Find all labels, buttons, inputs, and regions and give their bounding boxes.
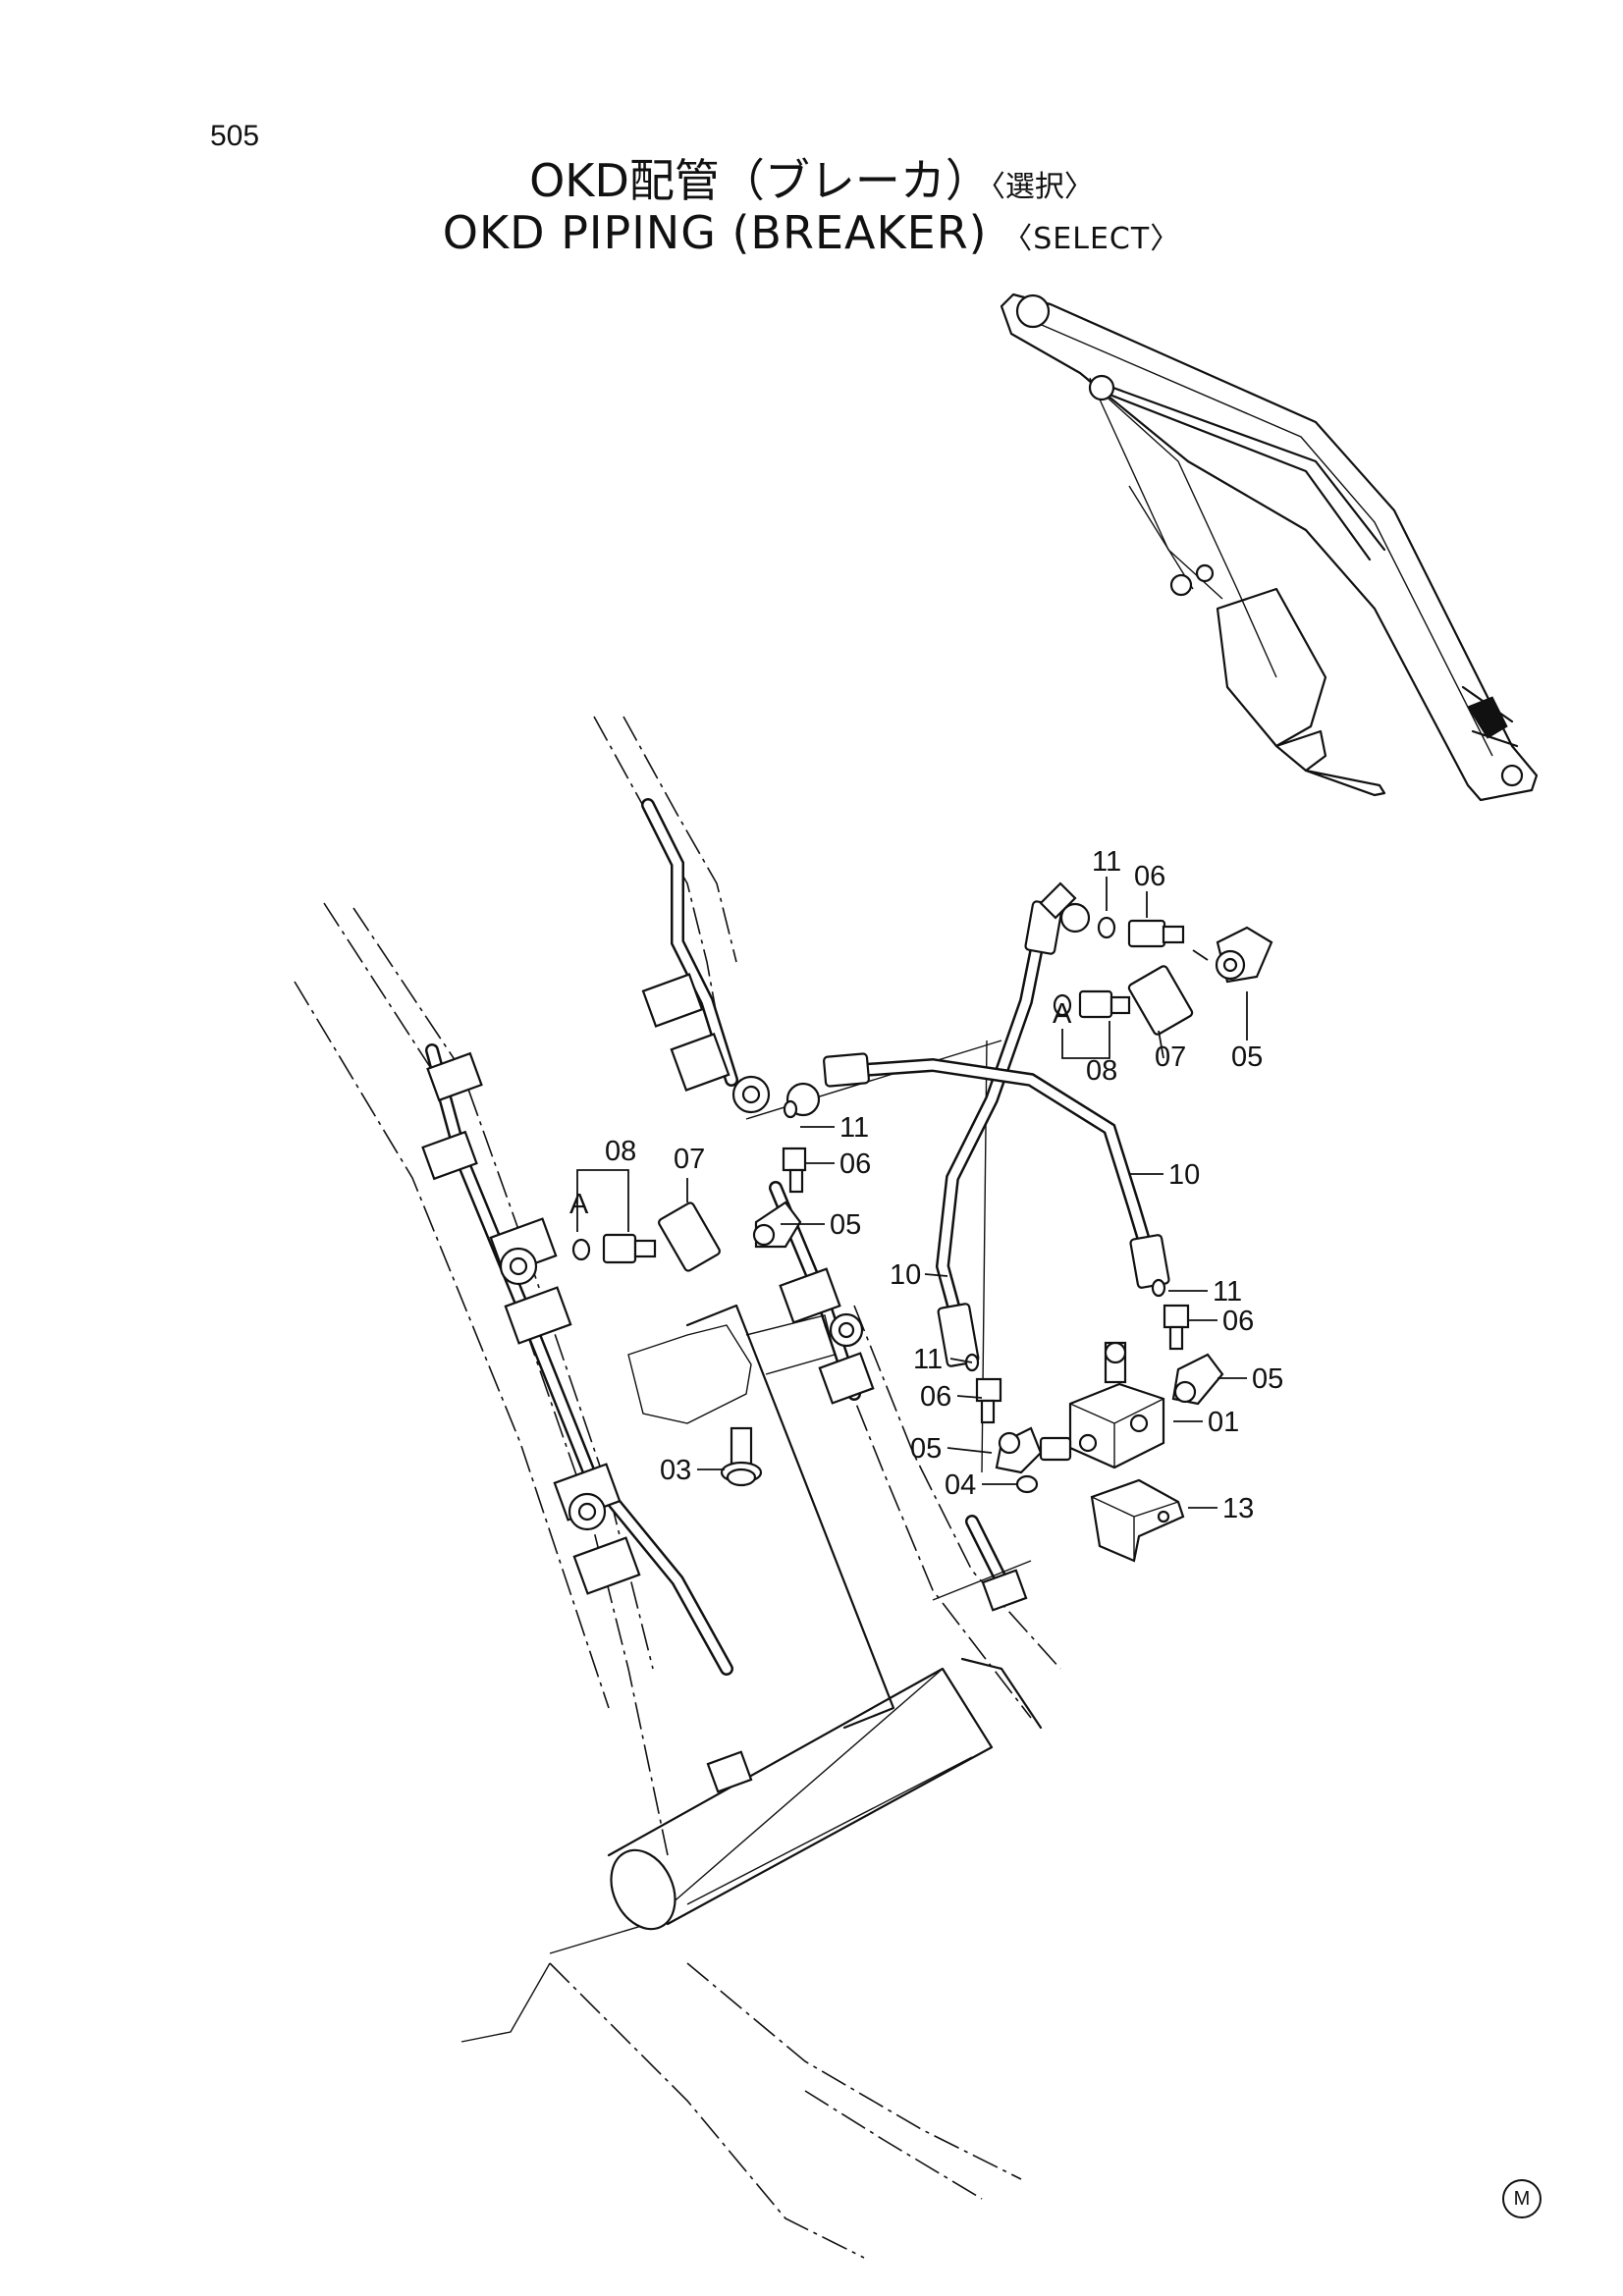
title-english: OKD PIPING (BREAKER) 〈SELECT〉: [0, 206, 1623, 259]
callout-06-right: 06: [1222, 1306, 1254, 1337]
callout-04: 04: [945, 1469, 976, 1501]
callout-01: 01: [1208, 1407, 1239, 1438]
boom-piping: [421, 798, 1028, 1793]
title-japanese-select: 〈選択〉: [990, 170, 1094, 204]
callout-08-top: 08: [1086, 1055, 1117, 1087]
callout-06-mid: 06: [839, 1148, 871, 1180]
page-number: 505: [210, 120, 260, 152]
callout-05-top: 05: [1231, 1041, 1263, 1073]
fittings: [571, 916, 1273, 1563]
title-japanese: OKD配管（ブレーカ）〈選択〉: [0, 145, 1623, 210]
callout-05-mid: 05: [830, 1209, 861, 1241]
callout-10-left: 10: [890, 1259, 921, 1291]
callout-13: 13: [1222, 1493, 1254, 1524]
callout-07-top: 07: [1155, 1041, 1186, 1073]
leader-lines: [576, 877, 1248, 1509]
callout-07-left: 07: [674, 1144, 705, 1175]
title-japanese-main: OKD配管（ブレーカ）: [529, 154, 991, 207]
callout-10-right: 10: [1168, 1159, 1200, 1191]
callout-06-lower: 06: [920, 1381, 951, 1413]
callout-08-left: 08: [605, 1136, 636, 1167]
title-english-select: 〈SELECT〉: [1002, 222, 1181, 256]
title-english-main: OKD PIPING (BREAKER): [442, 206, 988, 259]
callout-a-top: A: [1053, 998, 1072, 1030]
callout-05-right: 05: [1252, 1363, 1283, 1395]
callout-11-mid: 11: [839, 1112, 869, 1144]
callout-11-lower: 11: [913, 1344, 943, 1375]
callout-06-top: 06: [1134, 861, 1165, 892]
excavator-arm-inset: [1000, 293, 1539, 802]
callout-11-top: 11: [1092, 846, 1121, 878]
callout-a-left: A: [569, 1189, 589, 1220]
breaker-hoses: [785, 881, 1170, 1367]
callout-03: 03: [660, 1455, 691, 1486]
callout-11-right: 11: [1213, 1276, 1242, 1308]
callout-05-lower: 05: [910, 1433, 942, 1465]
callout-labels: 11 06 A 08 07 05 11 06 05 08 07 A 10 10 …: [569, 846, 1283, 1524]
boom-structure: [294, 716, 1061, 2259]
corner-mark: M: [1502, 2179, 1542, 2218]
